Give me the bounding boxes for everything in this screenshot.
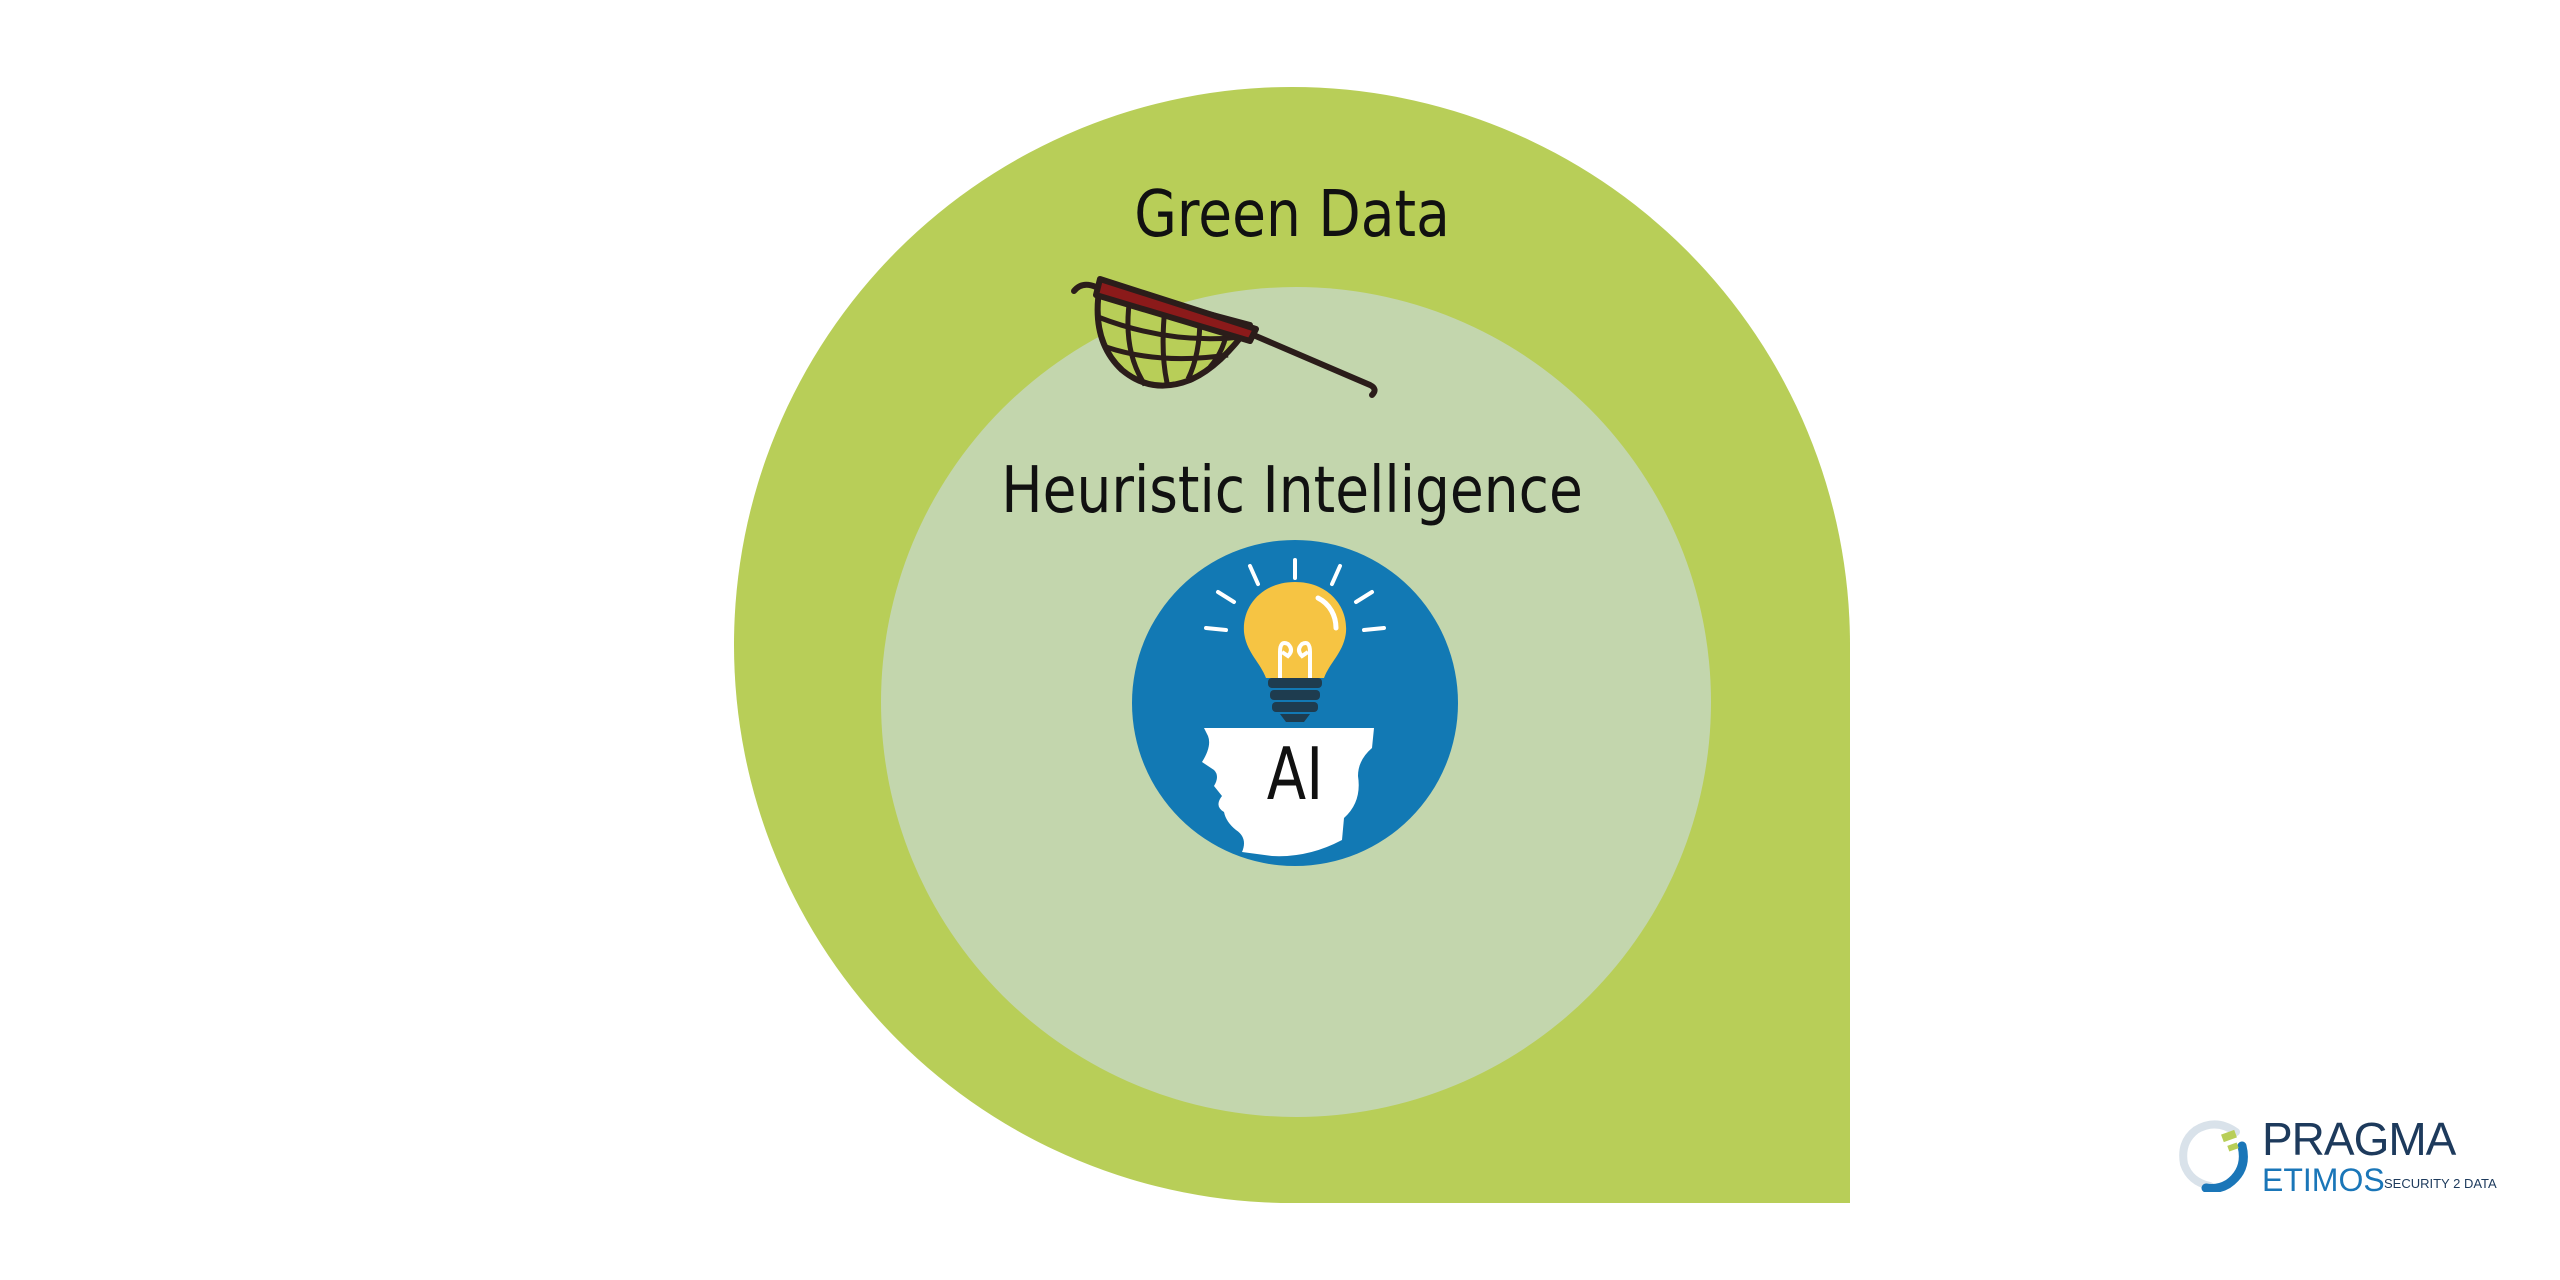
inner-label: Heuristic Intelligence — [1001, 454, 1583, 528]
logo-wordmark-top: PRAGMA — [2262, 1113, 2456, 1165]
logo-swirl-icon — [2179, 1120, 2248, 1192]
catching-net-icon — [1071, 276, 1378, 398]
ai-badge: AI — [1132, 540, 1458, 866]
lightbulb-head-icon — [1202, 558, 1386, 857]
pragma-etimos-logo: PRAGMA ETIMOS SECURITY 2 DATA — [2176, 1112, 2497, 1202]
ai-badge-text: AI — [1266, 732, 1324, 816]
outer-label: Green Data — [1134, 178, 1450, 252]
logo-wordmark-bottom: ETIMOS — [2262, 1162, 2385, 1198]
logo-tagline: SECURITY 2 DATA — [2384, 1176, 2497, 1191]
